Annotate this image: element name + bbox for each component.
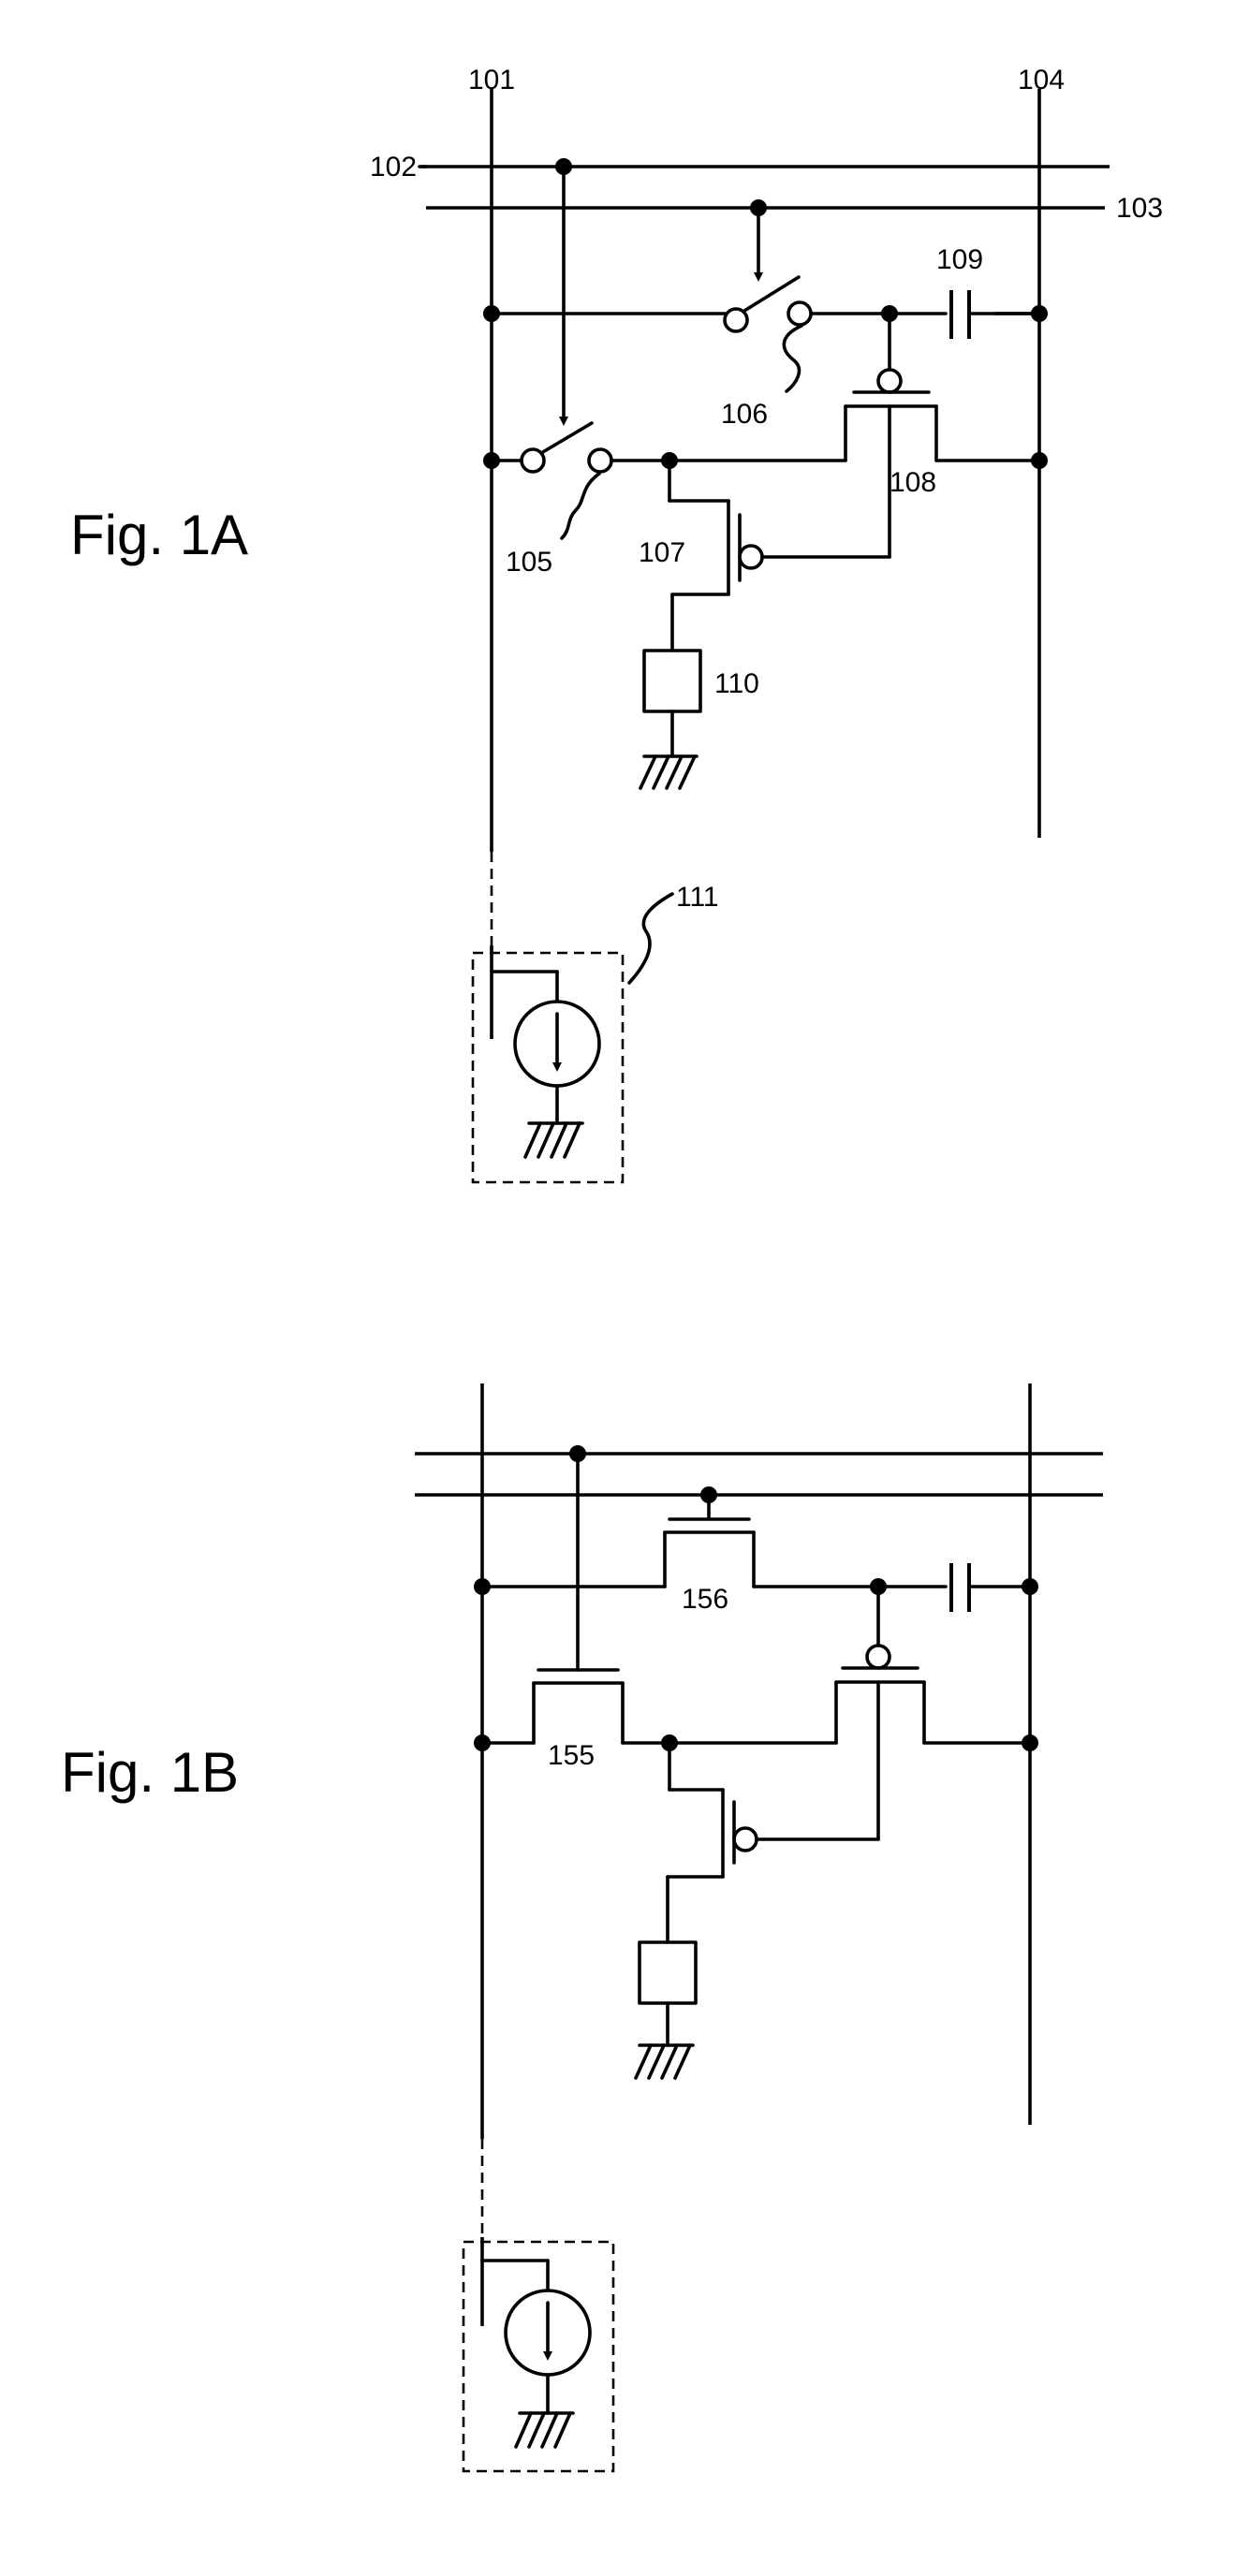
transistor-gate-bubble: [867, 1646, 890, 1668]
label-104: 104: [1018, 65, 1065, 95]
junction-dot: [569, 1445, 586, 1462]
junction-dot: [750, 199, 767, 216]
current-source-111-box: [473, 953, 623, 1182]
ground-icon: [525, 1123, 582, 1157]
switch-105-contact: [589, 449, 611, 472]
transistor-gate-bubble: [734, 1828, 757, 1851]
junction-dot: [661, 1734, 678, 1751]
label-111: 111: [676, 882, 719, 913]
junction-dot: [1022, 1578, 1038, 1595]
junction-dot: [700, 1486, 717, 1503]
figure-1b-caption: Fig. 1B: [61, 1741, 239, 1804]
junction-dot: [474, 1734, 491, 1751]
junction-dot: [555, 158, 572, 175]
junction-dot: [661, 452, 678, 469]
label-101: 101: [468, 65, 515, 95]
junction-dot: [1031, 452, 1048, 469]
label-107: 107: [639, 537, 685, 568]
light-emitting-element: [640, 1942, 696, 2003]
label-106: 106: [721, 399, 768, 430]
transistor-108-gate-bubble: [878, 370, 901, 392]
ground-icon: [636, 2045, 693, 2078]
label-110: 110: [714, 668, 759, 699]
switch-105-blade: [541, 423, 592, 453]
leader-111: [629, 894, 672, 983]
junction-dot: [483, 305, 500, 322]
leader-106: [784, 326, 801, 391]
figure-1a: Fig. 1A: [70, 65, 1163, 1182]
junction-dot: [474, 1578, 491, 1595]
current-source-box: [463, 2242, 613, 2471]
label-103: 103: [1116, 193, 1163, 224]
leader-105: [562, 474, 599, 538]
label-109: 109: [936, 244, 983, 275]
junction-dot: [870, 1578, 887, 1595]
junction-dot: [1031, 305, 1048, 322]
light-emitting-element-110: [644, 651, 700, 711]
figure-1a-caption: Fig. 1A: [70, 504, 248, 566]
ground-icon: [640, 756, 697, 788]
junction-dot: [1022, 1734, 1038, 1751]
figure-1b: Fig. 1B: [61, 1383, 1103, 2471]
label-102: 102: [370, 152, 417, 183]
junction-dot: [881, 305, 898, 322]
junction-dot: [483, 452, 500, 469]
label-105: 105: [506, 547, 552, 578]
label-108: 108: [890, 467, 936, 498]
transistor-107-gate-bubble: [740, 546, 762, 568]
switch-106-contact: [788, 302, 811, 325]
label-156: 156: [682, 1584, 728, 1615]
label-155: 155: [548, 1740, 595, 1771]
ground-icon: [516, 2413, 573, 2447]
